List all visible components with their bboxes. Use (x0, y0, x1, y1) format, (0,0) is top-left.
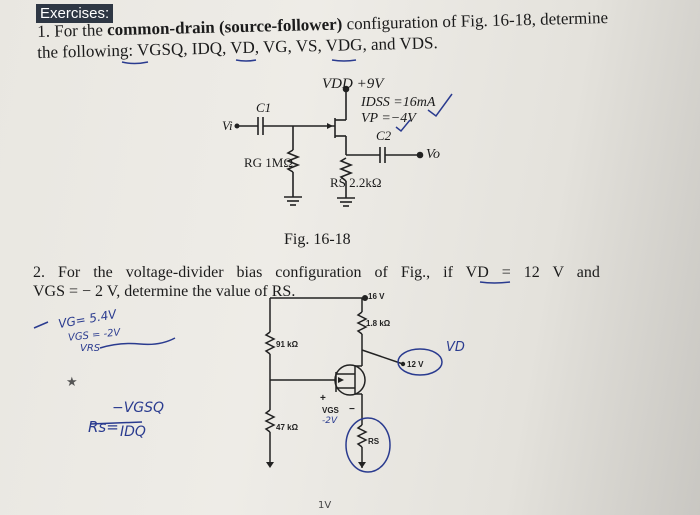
hand-vrs: VRS (80, 343, 101, 354)
vgs-label: VGS (322, 406, 339, 415)
vp-label: VP =−4V (361, 111, 416, 126)
q2-vd: VD (465, 264, 489, 281)
q2-suffix: = 12 V and (488, 264, 600, 281)
q2-prefix: 2. For the voltage-divider bias configur… (33, 264, 466, 281)
rs2-label: RS (368, 437, 380, 446)
hand-denominator: IDQ (120, 424, 146, 440)
hand-bottom: 1V (318, 500, 332, 511)
rs-label: RS 2.2kΩ (330, 175, 382, 190)
vd-node-label: 12 V (407, 360, 424, 369)
vdd-label: VDD +9V (322, 76, 384, 92)
hand-star: ★ (66, 375, 78, 390)
c1-label: C1 (256, 100, 272, 115)
hand-vd-callout: VD (446, 340, 465, 355)
hand-numerator: −VGSQ (112, 400, 165, 416)
vo-label: Vo (426, 147, 440, 162)
r1-label: 91 kΩ (276, 340, 298, 349)
rd-label: 1.8 kΩ (366, 319, 391, 328)
supply-label: 16 V (368, 292, 385, 301)
question-2-line-1: 2. For the voltage-divider bias configur… (33, 264, 600, 282)
c2-label: C2 (376, 128, 392, 143)
exercises-badge: Exercises: (36, 4, 114, 23)
hand-neg2: -2V (322, 416, 338, 426)
r2-label: 47 kΩ (276, 423, 298, 432)
rg-label: RG 1MΩ (244, 155, 294, 170)
hand-rs: Rs= (88, 418, 119, 436)
vi-label: Vi (222, 118, 233, 133)
question-2-line-2: VGS = − 2 V, determine the value of RS. (33, 283, 296, 300)
vgs-minus: − (349, 404, 355, 415)
vgs-plus: + (320, 393, 326, 404)
figure-caption: Fig. 16-18 (284, 231, 351, 248)
idss-label: IDSS =16mA (361, 95, 436, 110)
